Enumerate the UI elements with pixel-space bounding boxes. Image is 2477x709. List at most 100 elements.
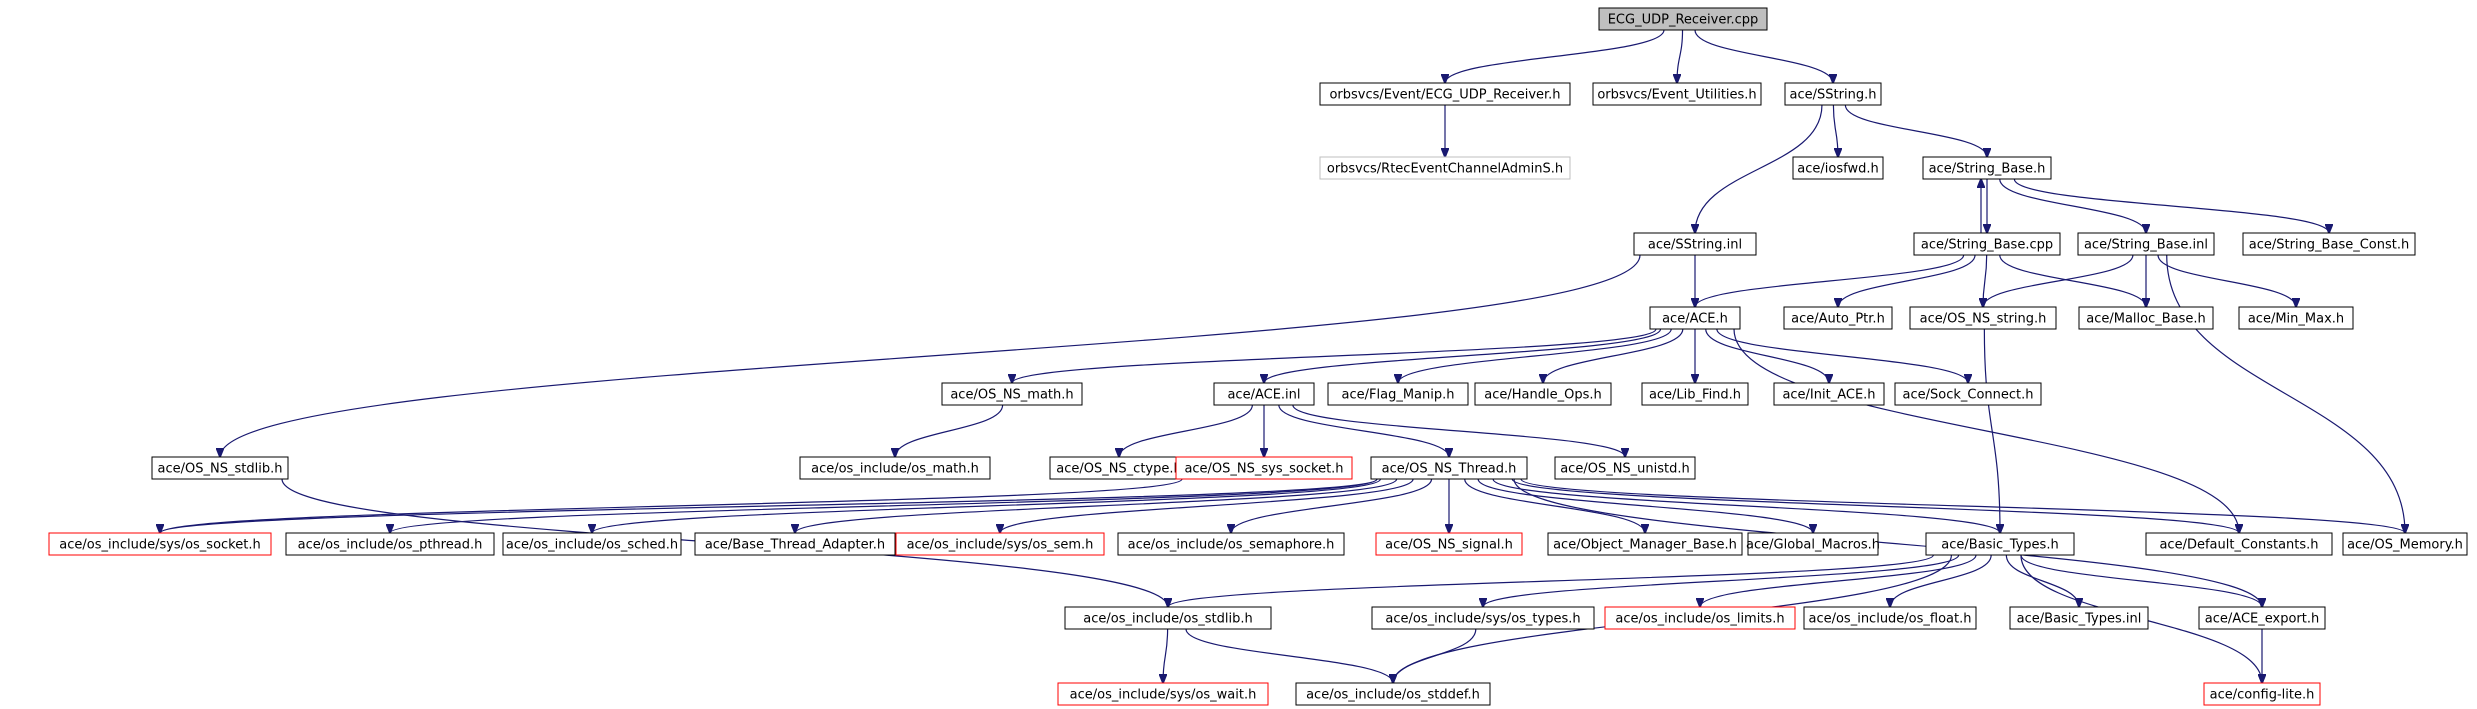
- node-rtec[interactable]: orbsvcs/RtecEventChannelAdminS.h: [1319, 156, 1571, 180]
- edge-os-ns-thread-to-default-const: [1511, 478, 2239, 533]
- node-sstring-inl[interactable]: ace/SString.inl: [1633, 232, 1757, 256]
- node-init-ace[interactable]: ace/Init_ACE.h: [1773, 382, 1885, 406]
- edge-strbase-cpp-to-ace-h: [1695, 254, 1965, 307]
- node-os-stdlib[interactable]: ace/os_include/os_stdlib.h: [1064, 606, 1272, 630]
- node-label: ace/Handle_Ops.h: [1484, 388, 1601, 403]
- node-label: ECG_UDP_Receiver.cpp: [1608, 13, 1759, 28]
- node-box: [2078, 306, 2214, 330]
- node-os-memory[interactable]: ace/OS_Memory.h: [2342, 532, 2468, 556]
- node-box: [1117, 532, 1345, 556]
- node-sys-os-sem[interactable]: ace/os_include/sys/os_sem.h: [895, 532, 1105, 556]
- node-lib-find[interactable]: ace/Lib_Find.h: [1641, 382, 1749, 406]
- node-label: ace/Object_Manager_Base.h: [1553, 538, 1737, 553]
- edge-basic-types-to-os-limits: [1700, 554, 1977, 607]
- node-orb-recv[interactable]: orbsvcs/Event/ECG_UDP_Receiver.h: [1319, 82, 1571, 106]
- node-box: [1327, 382, 1469, 406]
- node-base-thread[interactable]: ace/Base_Thread_Adapter.h: [694, 532, 896, 556]
- node-ace-inl[interactable]: ace/ACE.inl: [1213, 382, 1315, 406]
- node-label: ace/os_include/os_stddef.h: [1306, 688, 1480, 703]
- node-sock-connect[interactable]: ace/Sock_Connect.h: [1894, 382, 2042, 406]
- node-os-ns-signal[interactable]: ace/OS_NS_signal.h: [1375, 532, 1523, 556]
- node-label: ace/OS_NS_Thread.h: [1382, 462, 1517, 477]
- node-global-macros[interactable]: ace/Global_Macros.h: [1746, 532, 1880, 556]
- node-strbase-cpp[interactable]: ace/String_Base.cpp: [1913, 232, 2061, 256]
- node-sstring-h[interactable]: ace/SString.h: [1784, 82, 1882, 106]
- node-config-lite[interactable]: ace/config-lite.h: [2203, 682, 2321, 706]
- edge-strbase-h-to-strbase-inl: [1999, 178, 2146, 233]
- node-box: [2077, 232, 2215, 256]
- node-box: [2342, 532, 2468, 556]
- node-os-stddef[interactable]: ace/os_include/os_stddef.h: [1295, 682, 1491, 706]
- node-box: [1803, 606, 1977, 630]
- node-strbase-h[interactable]: ace/String_Base.h: [1922, 156, 2052, 180]
- node-box: [1792, 156, 1884, 180]
- node-os-sched[interactable]: ace/os_include/os_sched.h: [502, 532, 682, 556]
- edge-basic-types-to-os-float: [1890, 554, 1992, 607]
- node-iosfwd[interactable]: ace/iosfwd.h: [1792, 156, 1884, 180]
- node-os-ns-ctype[interactable]: ace/OS_NS_ctype.h: [1049, 456, 1189, 480]
- node-handle-ops[interactable]: ace/Handle_Ops.h: [1474, 382, 1612, 406]
- node-label: ace/os_include/os_limits.h: [1615, 612, 1784, 627]
- node-sys-os-types[interactable]: ace/os_include/sys/os_types.h: [1371, 606, 1595, 630]
- node-malloc-base[interactable]: ace/Malloc_Base.h: [2078, 306, 2214, 330]
- node-os-pthread[interactable]: ace/os_include/os_pthread.h: [285, 532, 495, 556]
- node-label: ace/Malloc_Base.h: [2086, 312, 2206, 327]
- node-box: [1598, 7, 1768, 31]
- node-flag-manip[interactable]: ace/Flag_Manip.h: [1327, 382, 1469, 406]
- node-label: orbsvcs/Event_Utilities.h: [1597, 88, 1756, 103]
- edge-basic-types-to-basic-types-inl: [2005, 554, 2079, 607]
- node-box: [2145, 532, 2333, 556]
- node-ace-h[interactable]: ace/ACE.h: [1649, 306, 1741, 330]
- node-box: [1633, 232, 1757, 256]
- node-os-ns-sys-socket[interactable]: ace/OS_NS_sys_socket.h: [1175, 456, 1353, 480]
- node-min-max[interactable]: ace/Min_Max.h: [2238, 306, 2354, 330]
- edge-os-stdlib-to-sys-os-wait: [1163, 628, 1169, 683]
- node-label: ace/OS_NS_stdlib.h: [158, 462, 283, 477]
- edge-ace-h-to-flag-manip: [1398, 328, 1672, 383]
- node-os-float[interactable]: ace/os_include/os_float.h: [1803, 606, 1977, 630]
- node-strbase-const[interactable]: ace/String_Base_Const.h: [2242, 232, 2416, 256]
- node-box: [1894, 382, 2042, 406]
- node-os-ns-thread[interactable]: ace/OS_NS_Thread.h: [1370, 456, 1528, 480]
- node-basic-types[interactable]: ace/Basic_Types.h: [1925, 532, 2075, 556]
- node-box: [1375, 532, 1523, 556]
- node-os-ns-stdlib[interactable]: ace/OS_NS_stdlib.h: [151, 456, 289, 480]
- node-os-math[interactable]: ace/os_include/os_math.h: [799, 456, 991, 480]
- node-os-ns-string[interactable]: ace/OS_NS_string.h: [1909, 306, 2057, 330]
- node-basic-types-inl[interactable]: ace/Basic_Types.inl: [2009, 606, 2149, 630]
- edge-ace-h-to-ace-inl: [1264, 328, 1662, 383]
- edge-sstring-h-to-iosfwd: [1832, 104, 1838, 157]
- node-ace-export[interactable]: ace/ACE_export.h: [2198, 606, 2326, 630]
- node-sys-os-socket[interactable]: ace/os_include/sys/os_socket.h: [48, 532, 272, 556]
- node-sys-os-wait[interactable]: ace/os_include/sys/os_wait.h: [1057, 682, 1269, 706]
- node-os-ns-unistd[interactable]: ace/OS_NS_unistd.h: [1554, 456, 1696, 480]
- edge-os-ns-math-to-os-math: [895, 404, 1004, 457]
- node-label: ace/Flag_Manip.h: [1342, 388, 1455, 403]
- node-obj-mgr-base[interactable]: ace/Object_Manager_Base.h: [1547, 532, 1743, 556]
- node-os-ns-math[interactable]: ace/OS_NS_math.h: [941, 382, 1083, 406]
- edge-basic-types-to-sys-os-types: [1483, 554, 1960, 607]
- node-label: ace/Auto_Ptr.h: [1791, 312, 1885, 327]
- edge-os-ns-thread-to-os-sched: [592, 478, 1382, 533]
- node-os-limits[interactable]: ace/os_include/os_limits.h: [1604, 606, 1796, 630]
- node-orb-util[interactable]: orbsvcs/Event_Utilities.h: [1592, 82, 1762, 106]
- node-label: ace/Basic_Types.h: [1941, 538, 2058, 553]
- node-box: [1925, 532, 2075, 556]
- edge-os-ns-thread-to-os-pthread: [390, 478, 1378, 533]
- node-auto-ptr[interactable]: ace/Auto_Ptr.h: [1783, 306, 1893, 330]
- node-box: [694, 532, 896, 556]
- node-default-const[interactable]: ace/Default_Constants.h: [2145, 532, 2333, 556]
- edge-sys-os-types-to-os-stddef: [1393, 628, 1477, 683]
- node-box: [2242, 232, 2416, 256]
- node-root[interactable]: ECG_UDP_Receiver.cpp: [1598, 7, 1768, 31]
- edge-ace-h-to-os-ns-math: [1012, 328, 1657, 383]
- node-box: [1909, 306, 2057, 330]
- edge-os-ns-thread-to-obj-mgr-base: [1464, 478, 1645, 533]
- edge-os-ns-thread-to-sys-os-socket: [160, 478, 1378, 533]
- node-strbase-inl[interactable]: ace/String_Base.inl: [2077, 232, 2215, 256]
- edge-os-ns-sys-socket-to-sys-os-socket: [160, 478, 1183, 533]
- node-box: [1295, 682, 1491, 706]
- node-box: [1913, 232, 2061, 256]
- node-os-semaphore[interactable]: ace/os_include/os_semaphore.h: [1117, 532, 1345, 556]
- node-box: [1747, 532, 1879, 556]
